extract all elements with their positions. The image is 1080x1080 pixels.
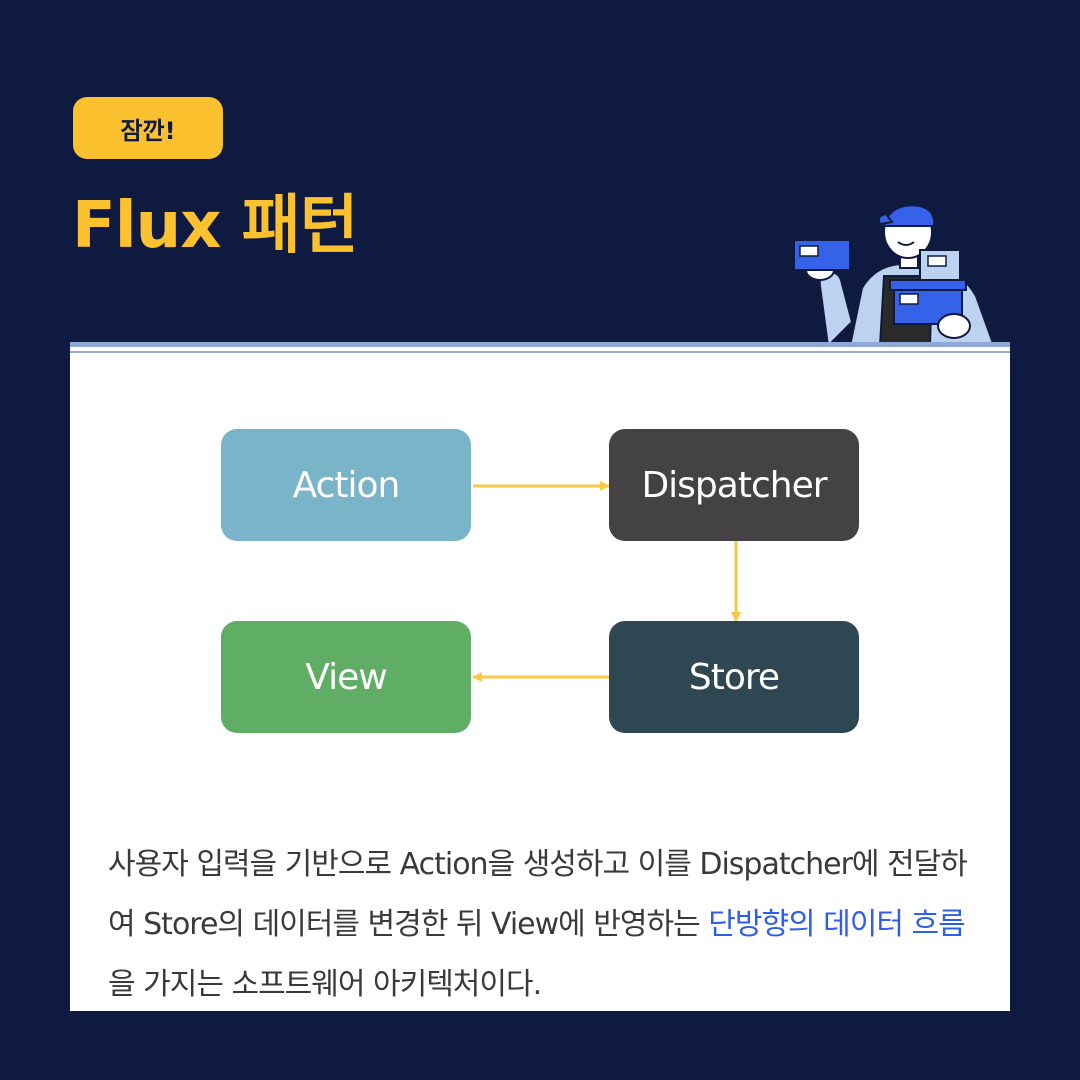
flow-arrows bbox=[472, 481, 741, 682]
node-store: Store bbox=[609, 621, 859, 733]
page-title: Flux 패턴 bbox=[72, 189, 359, 263]
card-top-border bbox=[70, 342, 1010, 356]
description-highlight: 단방향의 데이터 흐름 bbox=[708, 907, 965, 942]
node-view: View bbox=[221, 621, 471, 733]
description-text: 사용자 입력을 기반으로 Action을 생성하고 이를 Dispatcher에… bbox=[108, 847, 968, 942]
badge: 잠깐! bbox=[73, 97, 223, 159]
description: 사용자 입력을 기반으로 Action을 생성하고 이를 Dispatcher에… bbox=[108, 835, 978, 1015]
node-action: Action bbox=[221, 429, 471, 541]
node-dispatcher: Dispatcher bbox=[609, 429, 859, 541]
content-card: Action Dispatcher View Store 사용자 입력을 기반으… bbox=[70, 356, 1010, 1011]
description-text-end: 을 가지는 소프트웨어 아키텍처이다. bbox=[108, 967, 542, 1002]
delivery-person-illustration bbox=[793, 204, 996, 346]
